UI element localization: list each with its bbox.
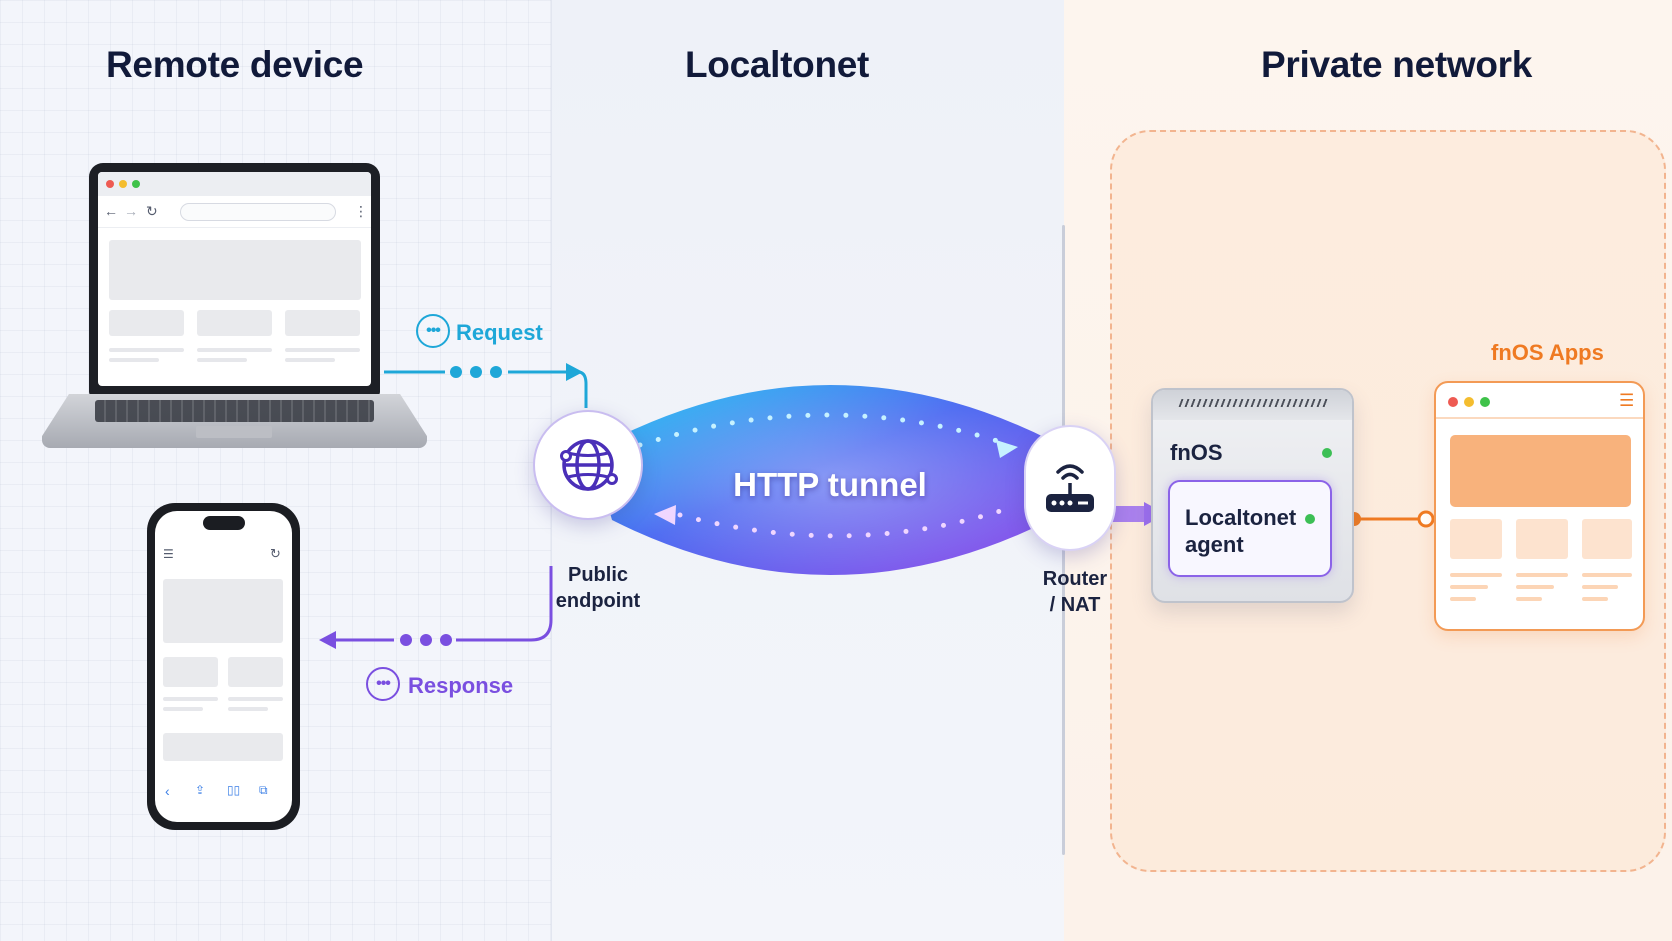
card-placeholder xyxy=(228,657,283,687)
text-line-placeholder xyxy=(1516,585,1554,589)
app-card-placeholder xyxy=(1516,519,1568,559)
text-line-placeholder xyxy=(285,358,335,362)
public-endpoint-label-line1: Public xyxy=(567,564,628,586)
fnos-vent xyxy=(1178,399,1330,407)
http-tunnel-label: HTTP tunnel xyxy=(733,466,927,503)
phone-notch xyxy=(203,516,245,530)
response-chat-icon: ••• xyxy=(366,667,400,701)
share-icon: ⇪ xyxy=(195,783,206,797)
bookmarks-icon: ▯▯ xyxy=(227,783,241,797)
text-line-placeholder xyxy=(197,348,272,352)
hamburger-menu-icon: ☰ xyxy=(163,547,174,561)
laptop-trackpad xyxy=(196,426,272,438)
text-line-placeholder xyxy=(228,697,283,701)
text-line-placeholder xyxy=(1450,585,1488,589)
maximize-dot-icon xyxy=(1480,397,1490,407)
localtonet-title: Localtonet xyxy=(685,44,870,85)
fnos-status-dot xyxy=(1322,448,1332,458)
request-chat-icon: ••• xyxy=(416,314,450,348)
remote-device-panel xyxy=(0,0,552,941)
agent-status-dot xyxy=(1305,514,1315,524)
reload-icon: ↻ xyxy=(146,203,158,219)
browser-titlebar xyxy=(98,172,371,196)
hamburger-menu-icon: ☰ xyxy=(1619,391,1635,410)
window-divider xyxy=(1436,417,1643,419)
forward-arrow-icon: → xyxy=(124,203,138,219)
maximize-dot-icon xyxy=(132,180,140,188)
laptop-keyboard xyxy=(95,400,374,422)
card-placeholder xyxy=(285,310,360,336)
minimize-dot-icon xyxy=(1464,397,1474,407)
address-bar xyxy=(180,203,336,221)
router-label-line1: Router xyxy=(1042,568,1108,590)
text-line-placeholder xyxy=(1582,585,1618,589)
content-placeholder xyxy=(163,579,283,643)
private-network-title: Private network xyxy=(1261,44,1533,85)
router-label-line2: / NAT xyxy=(1049,594,1101,616)
app-hero-placeholder xyxy=(1450,435,1631,507)
localtonet-agent-label: Localtonet agent xyxy=(1185,504,1296,558)
text-line-placeholder xyxy=(228,707,268,711)
fnos-apps-window: ☰ xyxy=(1434,381,1645,631)
agent-label-line1: Localtonet xyxy=(1185,505,1297,530)
text-line-placeholder xyxy=(1516,573,1568,577)
app-card-placeholder xyxy=(1582,519,1632,559)
card-placeholder xyxy=(197,310,272,336)
back-chevron-icon: ‹ xyxy=(165,783,170,799)
text-line-placeholder xyxy=(163,707,203,711)
close-dot-icon xyxy=(1448,397,1458,407)
card-placeholder xyxy=(163,657,218,687)
laptop-screen: ← → ↻ ⋮ xyxy=(98,172,371,386)
content-placeholder xyxy=(109,240,361,300)
text-line-placeholder xyxy=(1450,597,1476,601)
text-line-placeholder xyxy=(1450,573,1502,577)
text-line-placeholder xyxy=(163,697,218,701)
router-icon xyxy=(1046,464,1094,512)
request-label: Request xyxy=(456,320,543,345)
browser-toolbar: ← → ↻ ⋮ xyxy=(98,196,371,228)
back-arrow-icon: ← xyxy=(104,203,118,219)
agent-label-line2: agent xyxy=(1185,532,1244,557)
text-line-placeholder xyxy=(109,358,159,362)
public-endpoint-label: Public endpoint xyxy=(548,562,648,614)
fnos-name: fnOS xyxy=(1170,440,1223,465)
text-line-placeholder xyxy=(1582,573,1632,577)
minimize-dot-icon xyxy=(119,180,127,188)
remote-device-title: Remote device xyxy=(106,44,364,85)
text-line-placeholder xyxy=(285,348,360,352)
localtonet-agent-box xyxy=(1168,480,1332,577)
card-placeholder xyxy=(109,310,184,336)
public-endpoint-label-line2: endpoint xyxy=(555,590,641,612)
text-line-placeholder xyxy=(197,358,247,362)
close-dot-icon xyxy=(106,180,114,188)
tabs-icon: ⧉ xyxy=(259,783,268,797)
public-endpoint-node xyxy=(533,410,643,520)
text-line-placeholder xyxy=(1582,597,1608,601)
router-node xyxy=(1024,425,1116,551)
reload-icon: ↻ xyxy=(270,546,281,561)
text-line-placeholder xyxy=(109,348,184,352)
text-line-placeholder xyxy=(1516,597,1542,601)
globe-icon xyxy=(560,439,618,491)
fnos-apps-label: fnOS Apps xyxy=(1491,340,1604,365)
content-placeholder xyxy=(163,733,283,761)
router-label: Router / NAT xyxy=(1020,566,1130,618)
app-card-placeholder xyxy=(1450,519,1502,559)
more-menu-icon: ⋮ xyxy=(354,203,368,219)
response-label: Response xyxy=(408,673,514,698)
phone-screen: ☰ ↻ ‹ ⇪ ▯▯ ⧉ xyxy=(155,511,292,822)
